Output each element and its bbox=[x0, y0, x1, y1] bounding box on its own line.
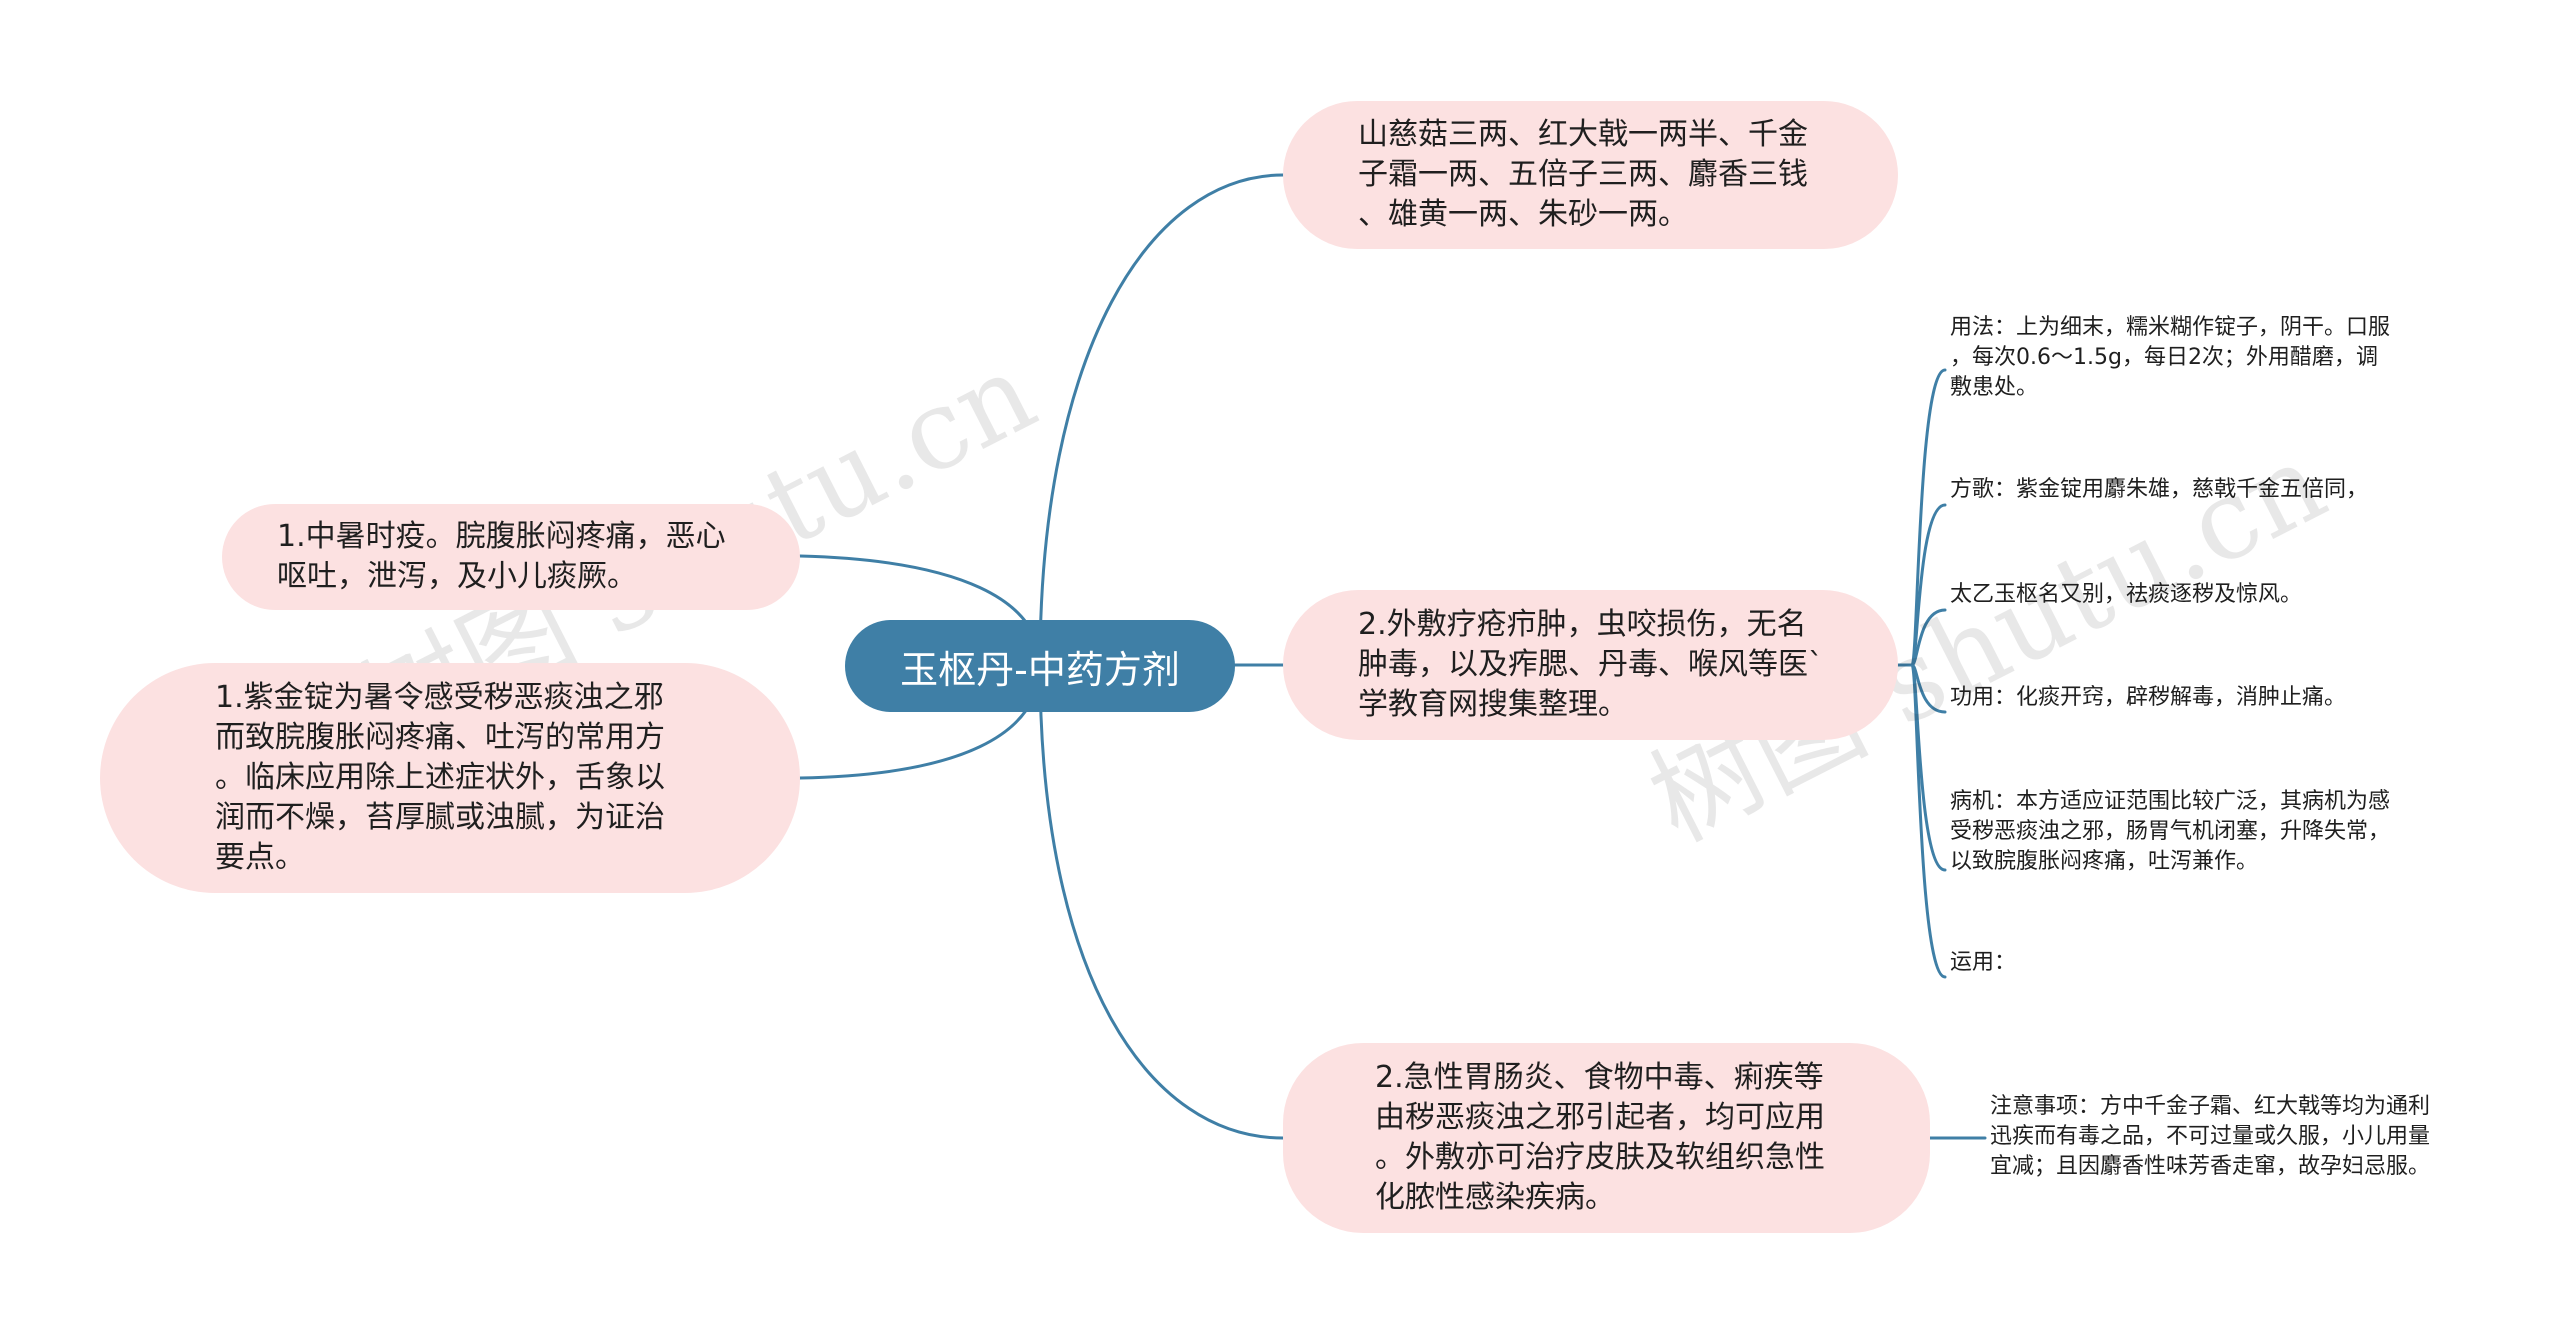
connector-root-gastro bbox=[1038, 663, 1285, 1140]
leaf-application[interactable]: 运用： bbox=[1950, 950, 2017, 975]
leaf-song2[interactable]: 太乙玉枢名又别，祛痰逐秽及惊风。 bbox=[1950, 582, 2303, 607]
connector-leaf-application bbox=[1910, 663, 1947, 979]
connector-leaf-song2 bbox=[1910, 608, 1947, 667]
connector-root-composition bbox=[1038, 173, 1285, 667]
root-title: 玉枢丹-中药方剂 bbox=[900, 647, 1180, 692]
branch-summer[interactable]: 1.中暑时疫。脘腹胀闷疼痛，恶心 呕吐，泄泻，及小儿痰厥。 bbox=[222, 504, 800, 610]
root-node[interactable]: 玉枢丹-中药方剂 bbox=[845, 620, 1235, 712]
branch-summer-text: 1.中暑时疫。脘腹胀闷疼痛，恶心 呕吐，泄泻，及小儿痰厥。 bbox=[277, 519, 726, 594]
leaf-effect[interactable]: 功用：化痰开窍，辟秽解毒，消肿止痛。 bbox=[1950, 685, 2347, 710]
branch-gastro[interactable]: 2.急性胃肠炎、食物中毒、痢疾等 由秽恶痰浊之邪引起者，均可应用 。外敷亦可治疗… bbox=[1283, 1043, 1930, 1233]
branch-indication[interactable]: 1.紫金锭为暑令感受秽恶痰浊之邪 而致脘腹胀闷疼痛、吐泻的常用方 。临床应用除上… bbox=[100, 663, 800, 893]
branch-composition[interactable]: 山慈菇三两、红大戟一两半、千金 子霜一两、五倍子三两、麝香三钱 、雄黄一两、朱砂… bbox=[1283, 101, 1898, 249]
branch-external-use[interactable]: 2.外敷疗疮疖肿，虫咬损伤，无名 肿毒，以及痄腮、丹毒、喉风等医` 学教育网搜集… bbox=[1283, 590, 1898, 740]
branch-composition-text: 山慈菇三两、红大戟一两半、千金 子霜一两、五倍子三两、麝香三钱 、雄黄一两、朱砂… bbox=[1358, 117, 1808, 232]
leaf-usage[interactable]: 用法：上为细末，糯米糊作锭子，阴干。口服 ，每次0.6～1.5g，每日2次；外用… bbox=[1950, 315, 2391, 400]
branch-indication-text: 1.紫金锭为暑令感受秽恶痰浊之邪 而致脘腹胀闷疼痛、吐泻的常用方 。临床应用除上… bbox=[215, 680, 665, 875]
branch-gastro-text: 2.急性胃肠炎、食物中毒、痢疾等 由秽恶痰浊之邪引起者，均可应用 。外敷亦可治疗… bbox=[1375, 1060, 1825, 1215]
leaf-caution[interactable]: 注意事项：方中千金子霜、红大戟等均为通利 迅疾而有毒之品，不可过量或久服，小儿用… bbox=[1990, 1094, 2431, 1179]
branch-external-use-text: 2.外敷疗疮疖肿，虫咬损伤，无名 肿毒，以及痄腮、丹毒、喉风等医` 学教育网搜集… bbox=[1358, 607, 1823, 722]
leaf-song[interactable]: 方歌：紫金锭用麝朱雄，慈戟千金五倍同， bbox=[1950, 477, 2369, 502]
leaf-pathology[interactable]: 病机：本方适应证范围比较广泛，其病机为感 受秽恶痰浊之邪，肠胃气机闭塞，升降失常… bbox=[1950, 789, 2391, 874]
